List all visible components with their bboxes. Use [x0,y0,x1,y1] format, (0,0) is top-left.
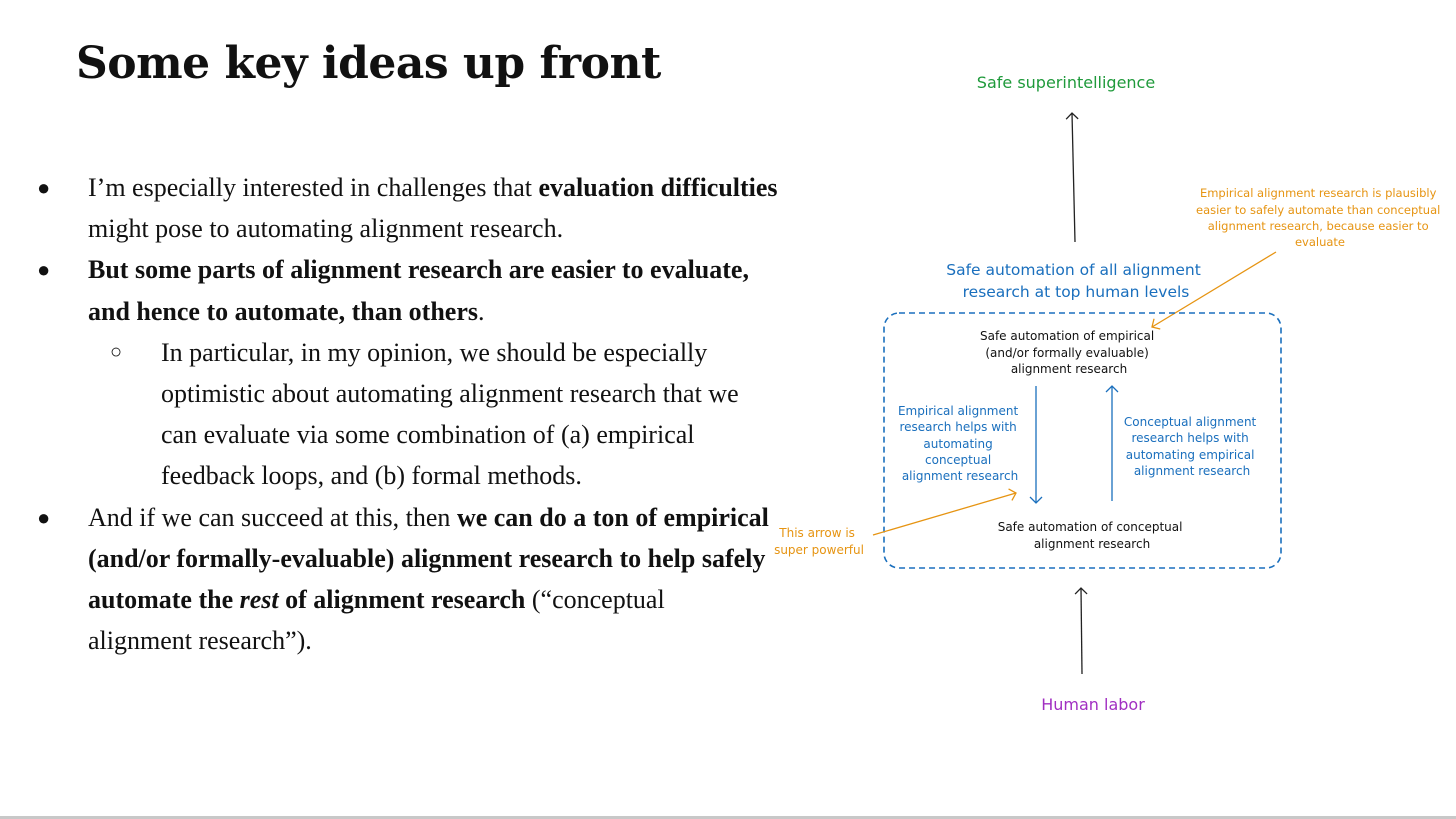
bullet-bold-text: we can do a ton of empirical [456,502,769,532]
sub-bullet-text: feedback loops, and (b) formal methods. [161,461,582,491]
left-arrow-label: Empirical alignment research helps with … [898,404,1022,483]
bullet-bold-text: of alignment research [278,585,526,615]
bullet-dot-icon: ● [37,175,51,200]
dashed-box [883,312,1282,569]
powerful-note: This arrow is super powerful [774,526,864,557]
all-automation-label: Safe automation of all alignment researc… [946,261,1206,301]
human-labor-label: Human labor [1041,695,1145,714]
sub-bullet-text: In particular, in my opinion, we should … [161,337,708,367]
arrow-to-superintelligence [1065,112,1079,243]
sub-bullet-text: can evaluate via some combination of (a)… [161,420,695,450]
sub-bullet-item: ○ In particular, in my opinion, we shoul… [0,332,780,497]
bullet-text: (“conceptual [525,585,665,615]
bullet-bold-text: automate the [88,585,240,615]
bullet-text: . [478,296,485,326]
bullet-bold-text: (and/or formally-evaluable) alignment re… [88,543,766,573]
powerful-note-arrow [872,488,1017,536]
empirical-automation-label: Safe automation of empirical (and/or for… [980,329,1158,376]
bullet-italic-text: rest [239,585,279,615]
bullet-bold-text: evaluation difficulties [538,173,778,202]
sub-bullet-circle-icon: ○ [110,340,123,363]
orange-note: Empirical alignment research is plausibl… [1196,186,1444,249]
right-arrow-label: Conceptual alignment research helps with… [1124,415,1260,478]
bullet-item: ● I’m especially interested in challenge… [0,167,780,249]
bullet-text: alignment research”). [88,626,312,656]
sub-bullet-text: optimistic about automating alignment re… [161,379,739,409]
bullet-dot-icon: ● [37,257,51,283]
bullet-bold-text: and hence to automate, than others [88,296,478,326]
slide-title: Some key ideas up front [76,38,661,89]
bullet-dot-icon: ● [37,504,51,530]
bullet-text: might pose to automating alignment resea… [88,214,564,244]
bullet-item: ● But some parts of alignment research a… [0,249,780,331]
bullet-bold-text: But some parts of alignment research are… [88,255,749,285]
bullet-list: ● I’m especially interested in challenge… [0,167,780,661]
safe-superintelligence-label: Safe superintelligence [977,73,1155,92]
arrow-from-human-labor [1074,587,1088,675]
orange-note-arrow [1151,251,1277,330]
bullet-item: ● And if we can succeed at this, then we… [0,497,780,662]
bullet-text: And if we can succeed at this, then [88,502,457,532]
conceptual-automation-label: Safe automation of conceptual alignment … [998,520,1187,551]
bullet-text: I’m especially interested in challenges … [88,173,539,202]
bottom-divider [0,816,1456,819]
